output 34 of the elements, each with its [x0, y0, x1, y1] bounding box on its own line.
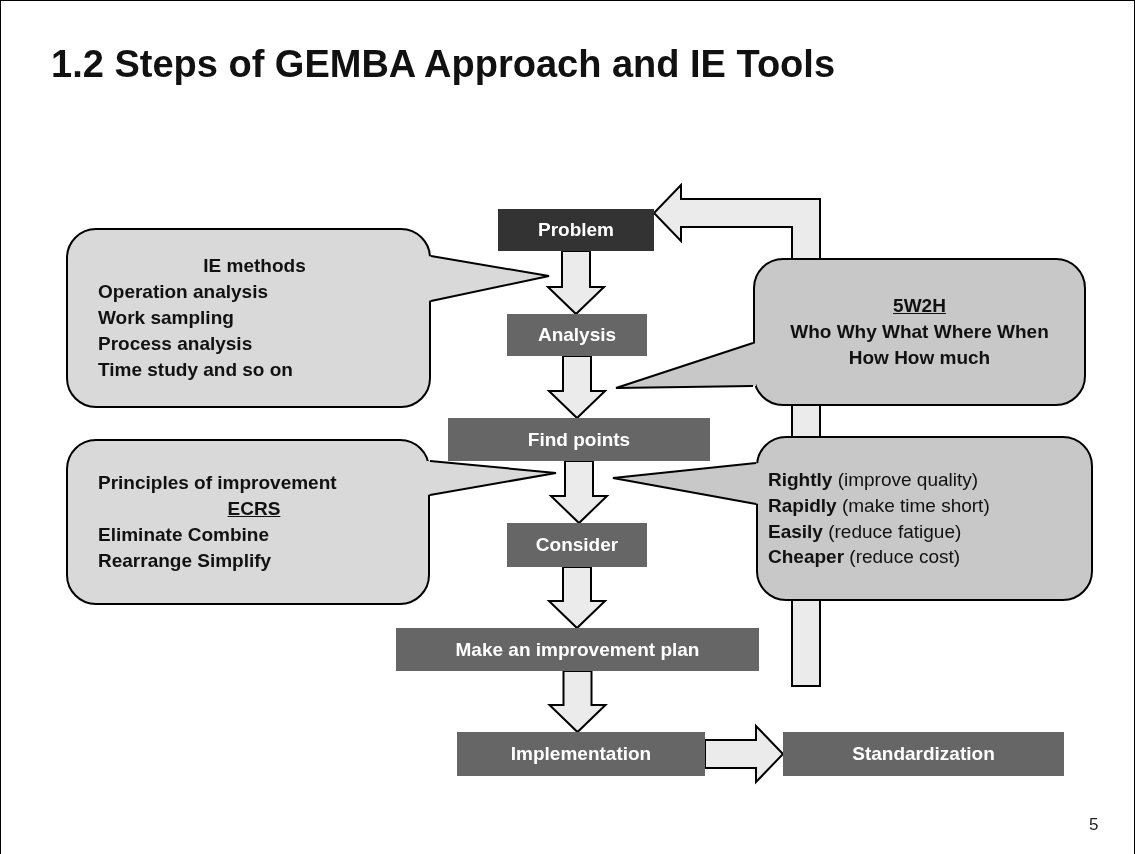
- callout-text: Easily (reduce fatigue): [768, 519, 963, 544]
- block-arrow: [547, 670, 608, 734]
- callout-text: Time study and so on: [98, 357, 294, 382]
- callout-text: Operation analysis: [98, 280, 269, 305]
- callout-heading: 5W2H: [892, 294, 947, 319]
- callout-text: Who Why What Where When How How much: [789, 320, 1050, 370]
- callout-box: [66, 439, 430, 605]
- callout-text: Rapidly (make time short): [768, 493, 991, 518]
- callout-box: [756, 436, 1093, 601]
- callout-heading: IE methods: [202, 254, 307, 279]
- slide-title: 1.2 Steps of GEMBA Approach and IE Tools: [51, 43, 835, 86]
- block-arrow: [546, 355, 608, 420]
- callout-text: Principles of improvement: [98, 471, 338, 496]
- callout-box: [66, 228, 431, 408]
- callout-text: Eliminate Combine: [98, 523, 271, 547]
- callout-text: Work sampling: [98, 306, 235, 331]
- callout-box: [753, 258, 1086, 406]
- step-box: Problem: [498, 209, 654, 251]
- step-box: Analysis: [507, 314, 647, 356]
- callout-text: Cheaper (reduce cost): [768, 545, 962, 570]
- block-arrow: [548, 460, 610, 525]
- callout-text: ECRS: [226, 497, 282, 522]
- block-arrow: [704, 723, 785, 785]
- block-arrow: [546, 566, 608, 630]
- block-arrow: [545, 250, 607, 316]
- step-box: Make an improvement plan: [396, 628, 759, 671]
- callout-text: Rearrange Simplify: [98, 548, 273, 573]
- step-box: Standardization: [783, 732, 1064, 776]
- callout-text: Process analysis: [98, 331, 254, 356]
- page-number: 5: [1089, 815, 1099, 835]
- step-box: Find points: [448, 418, 710, 461]
- step-box: Implementation: [457, 732, 705, 776]
- callout-text: Rightly (improve quality): [768, 467, 980, 492]
- step-box: Consider: [507, 523, 647, 567]
